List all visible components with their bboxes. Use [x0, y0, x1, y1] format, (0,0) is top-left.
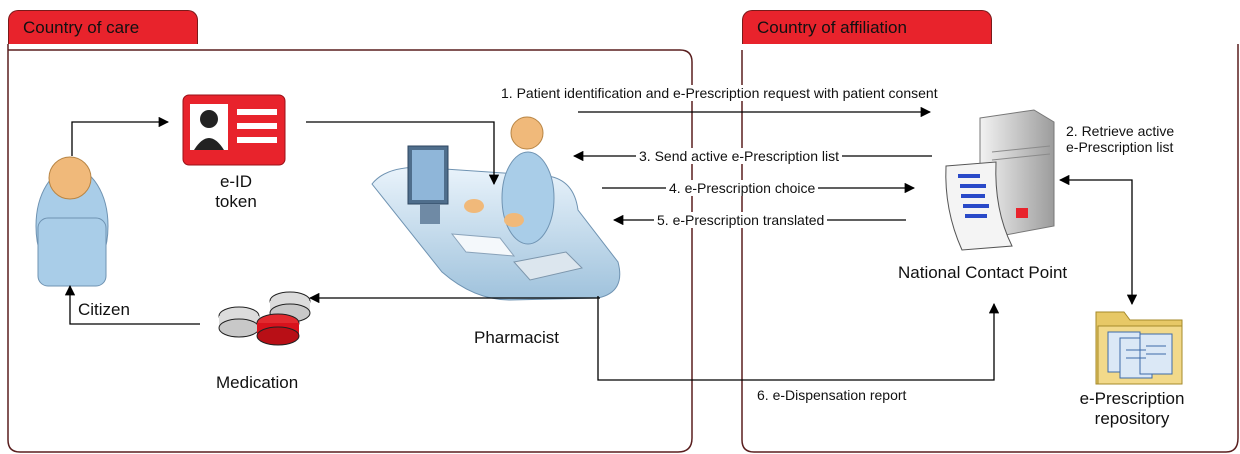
step6-label: 6. e-Dispensation report [754, 387, 910, 404]
eid-to-pharmacist-arrow [306, 121, 500, 186]
step1-label: 1. Patient identification and e-Prescrip… [498, 85, 941, 102]
citizen-to-eid-arrow [71, 116, 170, 156]
step2-arrow [1058, 174, 1138, 306]
prescription-document-icon [945, 161, 1013, 251]
eid-token-label: e-ID token [205, 172, 267, 211]
eid-label-line1: e-ID [219, 172, 253, 191]
repository-label-line2: repository [1094, 408, 1170, 428]
care-region-title: Country of care [23, 18, 140, 37]
pharmacist-label: Pharmacist [474, 328, 560, 347]
step2-label: 2. Retrieve active e-Prescription list [1066, 123, 1174, 155]
pharmacist-desk-icon [371, 116, 621, 301]
ncp-label: National Contact Point [898, 263, 1068, 282]
repository-label-line1: e-Prescription [1079, 389, 1185, 408]
affiliation-region-frame [741, 44, 1239, 453]
repository-folder-icon [1095, 311, 1183, 385]
step4-label: 4. e-Prescription choice [666, 180, 819, 197]
care-region-frame [7, 44, 693, 453]
repository-label: e-Prescription repository [1062, 389, 1202, 428]
care-region-tab: Country of care [8, 10, 198, 44]
medication-to-citizen-arrow [64, 284, 200, 325]
step2-label-line1: 2. Retrieve active [1066, 123, 1175, 139]
step3-label: 3. Send active e-Prescription list [636, 148, 842, 165]
step2-label-line2: e-Prescription list [1066, 139, 1174, 156]
eid-card-icon [182, 94, 286, 166]
step6-arrow [597, 296, 1000, 381]
step5-label: 5. e-Prescription translated [654, 212, 828, 229]
citizen-icon [35, 156, 109, 287]
medication-label: Medication [216, 373, 299, 392]
affiliation-region-tab: Country of affiliation [742, 10, 992, 44]
citizen-label: Citizen [78, 300, 130, 319]
affiliation-region-title: Country of affiliation [757, 18, 907, 37]
medication-icon [218, 291, 311, 346]
eid-label-line2: token [215, 191, 257, 211]
